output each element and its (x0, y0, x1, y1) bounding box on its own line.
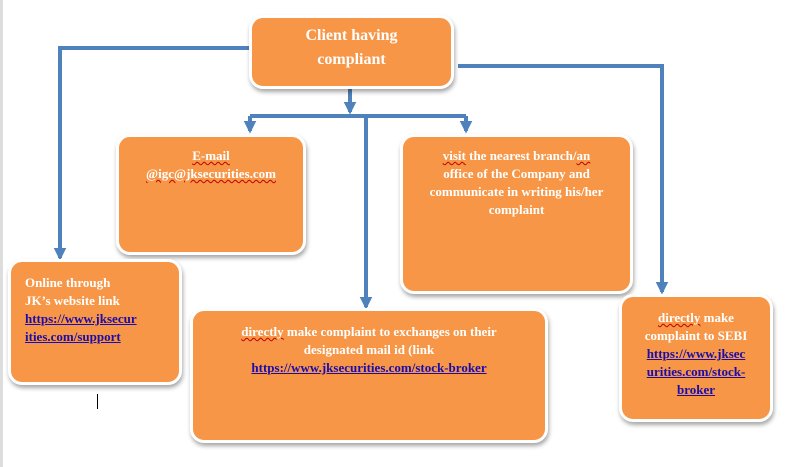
online-link-part-1: https://www.jksecur (25, 311, 137, 326)
sebi-link-part-1: https://www.jksec (646, 346, 746, 361)
node-exchange-complaint: directly make complaint to exchanges on … (190, 308, 548, 443)
node-email: E-mail @igc@jksecurities.com (116, 134, 306, 255)
root-node-client-complaint: Client having compliant (249, 15, 454, 89)
exchange-stock-broker-link[interactable]: https://www.jksecurities.com/stock-broke… (251, 360, 487, 375)
node-sebi-complaint: directly make complaint to SEBI https://… (619, 294, 773, 422)
page-edge (0, 0, 3, 467)
online-support-link[interactable]: https://www.jksecur ities.com/support (25, 310, 173, 346)
arrow-to-online (53, 46, 251, 261)
sebi-line-2: complaint to SEBI (644, 328, 748, 343)
online-line-1: Online through (25, 275, 111, 290)
arrow-to-sebi (458, 64, 669, 295)
sebi-line-1: make (700, 310, 734, 325)
email-address[interactable]: @igc@jksecurities.com (146, 166, 276, 181)
branch-line-3: communicate in writing his/her (429, 184, 604, 199)
online-line-2: JK’s website link (25, 293, 120, 308)
exchange-word-directly: directly (241, 324, 284, 339)
email-line-1: E-mail (192, 148, 230, 163)
sebi-word-directly: directly (658, 310, 701, 325)
sebi-stock-broker-link[interactable]: https://www.jksec urities.com/stock- bro… (622, 345, 770, 399)
exchange-line-2: designated mail id (link (303, 342, 435, 357)
node-online-website: Online through JK’s website link https:/… (8, 259, 182, 385)
branch-line-2: office of the Company and (443, 166, 590, 181)
text-cursor (97, 394, 98, 409)
node-visit-branch: visit the nearest branch/an office of th… (400, 134, 633, 294)
branch-line-1: the nearest branch/ (465, 148, 577, 163)
online-link-part-2: ities.com/support (25, 329, 121, 344)
branch-line-4: complaint (488, 202, 545, 217)
exchange-line-1: make complaint to exchanges on their (283, 324, 497, 339)
sebi-link-part-2: urities.com/stock- (646, 364, 746, 379)
branch-word-visit: visit (442, 148, 466, 163)
branch-word-an: an (576, 148, 591, 163)
sebi-link-part-3: broker (676, 382, 716, 397)
root-line-2: compliant (317, 51, 386, 68)
root-line-1: Client having (305, 27, 398, 44)
